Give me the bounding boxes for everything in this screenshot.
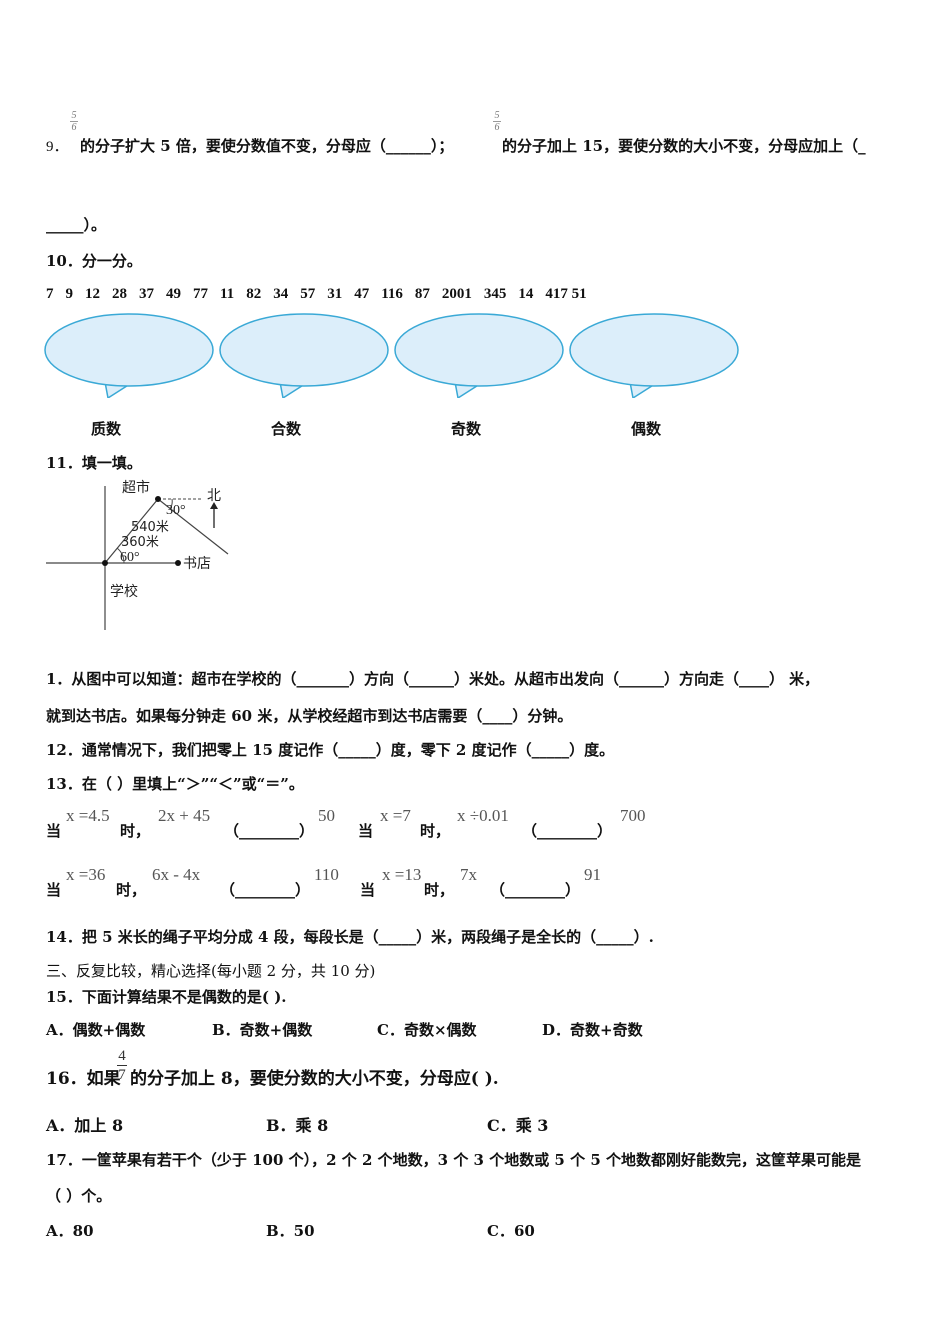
bubble-composite <box>219 313 389 398</box>
q16-pre: 16．如果 <box>46 1069 121 1089</box>
q16-option-b[interactable]: B．乘 8 <box>266 1116 329 1135</box>
q13-r2a-post: 时， <box>116 881 147 899</box>
question-14: 14．把 5 米长的绳子平均分成 4 段，每段长是（_____）米，两段绳子是全… <box>46 928 654 946</box>
q16-option-a[interactable]: A．加上 8 <box>46 1116 124 1135</box>
label-even: 偶数 <box>630 420 661 438</box>
q13-r2a-cond: x =36 <box>66 865 106 884</box>
q15-option-d[interactable]: D．奇数+奇数 <box>542 1021 643 1039</box>
q15-text: 15．下面计算结果不是偶数的是( ). <box>46 988 287 1006</box>
q15-option-b[interactable]: B．奇数+偶数 <box>212 1021 313 1039</box>
number-item: 77 <box>193 286 208 302</box>
q13-r1b-cond: x =7 <box>380 806 411 825</box>
q15-option-c[interactable]: C．奇数×偶数 <box>377 1021 477 1039</box>
q13-r2a-expr: 6x - 4x <box>152 865 201 884</box>
number-item: 82 <box>246 286 262 302</box>
q17-option-a[interactable]: A．80 <box>46 1222 94 1240</box>
number-item: 47 <box>354 286 370 302</box>
q16-option-c[interactable]: C．乘 3 <box>487 1116 549 1135</box>
q13-r2b-pre: 当 <box>360 881 376 899</box>
q11-title: 11．填一填。 <box>46 454 142 472</box>
q9-text-c: _____）。 <box>46 216 107 234</box>
q13-r1a-cond: x =4.5 <box>66 806 110 825</box>
label-north: 北 <box>207 488 221 504</box>
label-composite: 合数 <box>270 420 301 438</box>
q17-option-c[interactable]: C．60 <box>487 1222 535 1240</box>
q11-line-1: 1．从图中可以知道：超市在学校的（_______）方向（______）米处。从超… <box>46 670 820 688</box>
label-bookstore: 书店 <box>183 556 211 572</box>
q13-r1b-pre: 当 <box>358 822 374 840</box>
q11-line-2: 就到达书店。如果每分钟走 60 米，从学校经超市到达书店需要（____）分钟。 <box>46 707 573 725</box>
q17-line-1: 17．一筐苹果有若干个（少于 100 个），2 个 2 个地数，3 个 3 个地… <box>46 1151 861 1169</box>
q17-option-b[interactable]: B．50 <box>266 1222 315 1240</box>
number-item: 37 <box>139 286 154 302</box>
q13-r2b-post: 时， <box>424 881 455 899</box>
number-item: 87 <box>414 286 430 302</box>
q9-text-b: 的分子加上 15，要使分数的大小不变，分母应加上（_ <box>502 137 866 155</box>
q16-post: 的分子加上 8，要使分数的大小不变，分母应( ). <box>130 1069 499 1089</box>
number-item: 14 <box>518 286 534 302</box>
q13-r1a-pre: 当 <box>46 822 62 840</box>
direction-diagram: 超市 北 30° 540米 360米 60° 书店 学校 <box>46 479 229 630</box>
q9-text-a: 的分子扩大 5 倍，要使分数值不变，分母应（______）； <box>80 137 454 155</box>
q13-r1b-blank: （________） <box>522 822 613 840</box>
number-item: 28 <box>112 286 127 302</box>
section-3-heading: 三、反复比较，精心选择(每小题 2 分，共 10 分) <box>46 962 376 980</box>
q13-r2b-expr: 7x <box>460 865 477 884</box>
q13-r1a-val: 50 <box>318 806 335 825</box>
q13-title: 13．在（ ）里填上“＞”“＜”或“＝”。 <box>46 775 304 793</box>
q13-r2b-val: 91 <box>584 865 601 884</box>
bubble-prime <box>44 313 214 398</box>
label-angle-30: 30° <box>166 503 186 518</box>
number-item: 116 <box>381 286 403 302</box>
q13-r1b-post: 时， <box>420 822 451 840</box>
q13-r2b-blank: （________） <box>490 881 581 899</box>
q13-r2a-val: 110 <box>314 865 339 884</box>
number-item: 57 <box>300 286 316 302</box>
label-dist-540: 540米 <box>131 520 169 535</box>
bubble-even <box>569 313 739 398</box>
number-item: 9 <box>65 286 74 302</box>
q10-title: 10．分一分。 <box>46 252 142 270</box>
label-angle-60: 60° <box>120 550 140 565</box>
q13-r2a-pre: 当 <box>46 881 62 899</box>
label-market: 超市 <box>122 479 150 496</box>
number-item: 7 <box>46 286 54 302</box>
q13-r1a-expr: 2x + 45 <box>158 806 211 825</box>
q13-r1a-post: 时， <box>120 822 151 840</box>
q17-line-2: （ ）个。 <box>46 1187 112 1205</box>
label-dist-360: 360米 <box>121 535 159 550</box>
q13-r2a-blank: （________） <box>220 881 311 899</box>
speech-bubbles <box>44 313 739 398</box>
number-item: 11 <box>220 286 235 302</box>
number-item: 12 <box>85 286 100 302</box>
q13-r1a-blank: （________） <box>224 822 315 840</box>
label-prime: 质数 <box>90 420 121 438</box>
label-school: 学校 <box>110 583 138 600</box>
q13-r1b-expr: x ÷0.01 <box>457 806 509 825</box>
number-item: 2001 <box>441 286 472 302</box>
bubble-odd <box>394 313 564 398</box>
q13-r2b-cond: x =13 <box>382 865 422 884</box>
number-item: 49 <box>166 286 181 302</box>
number-item: 31 <box>327 286 343 302</box>
q13-r1b-val: 700 <box>620 806 646 825</box>
q9-number: 9． <box>46 139 69 155</box>
q15-option-a[interactable]: A．偶数+偶数 <box>46 1021 146 1039</box>
number-item: 345 <box>483 286 507 302</box>
number-item: 34 <box>273 286 289 302</box>
label-odd: 奇数 <box>450 420 481 438</box>
number-item: 417 51 <box>545 286 587 302</box>
question-12: 12．通常情况下，我们把零上 15 度记作（_____）度，零下 2 度记作（_… <box>46 741 615 759</box>
